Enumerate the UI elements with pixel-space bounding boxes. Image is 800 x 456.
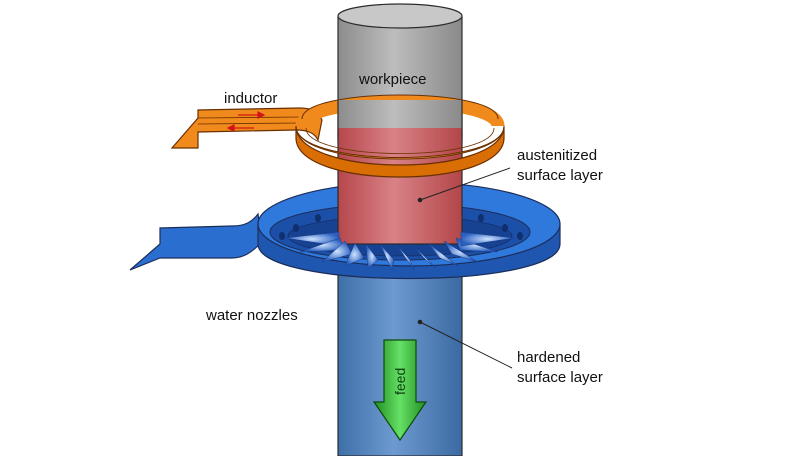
inductor-label: inductor: [224, 90, 277, 107]
water-spray: [284, 231, 515, 271]
feed-label: feed: [392, 368, 408, 395]
nozzle-holes: [279, 214, 523, 240]
feed-arrow: feed: [372, 339, 428, 442]
current-arrows: [226, 111, 266, 132]
down-arrow-icon: [372, 339, 428, 442]
austenitized-label-line1: austenitized: [517, 147, 597, 164]
austenitized-label-line2: surface layer: [517, 167, 603, 184]
water-nozzles-label: water nozzles: [205, 307, 298, 324]
hardened-label-line1: hardened: [517, 349, 580, 366]
workpiece-label: workpiece: [358, 71, 427, 88]
inductor-ring-front: [295, 125, 505, 178]
heated-zone-top: [338, 128, 462, 142]
hardened-label-line2: surface layer: [517, 369, 603, 386]
leader-lines: [417, 167, 513, 369]
austenitized-section: [337, 133, 463, 245]
